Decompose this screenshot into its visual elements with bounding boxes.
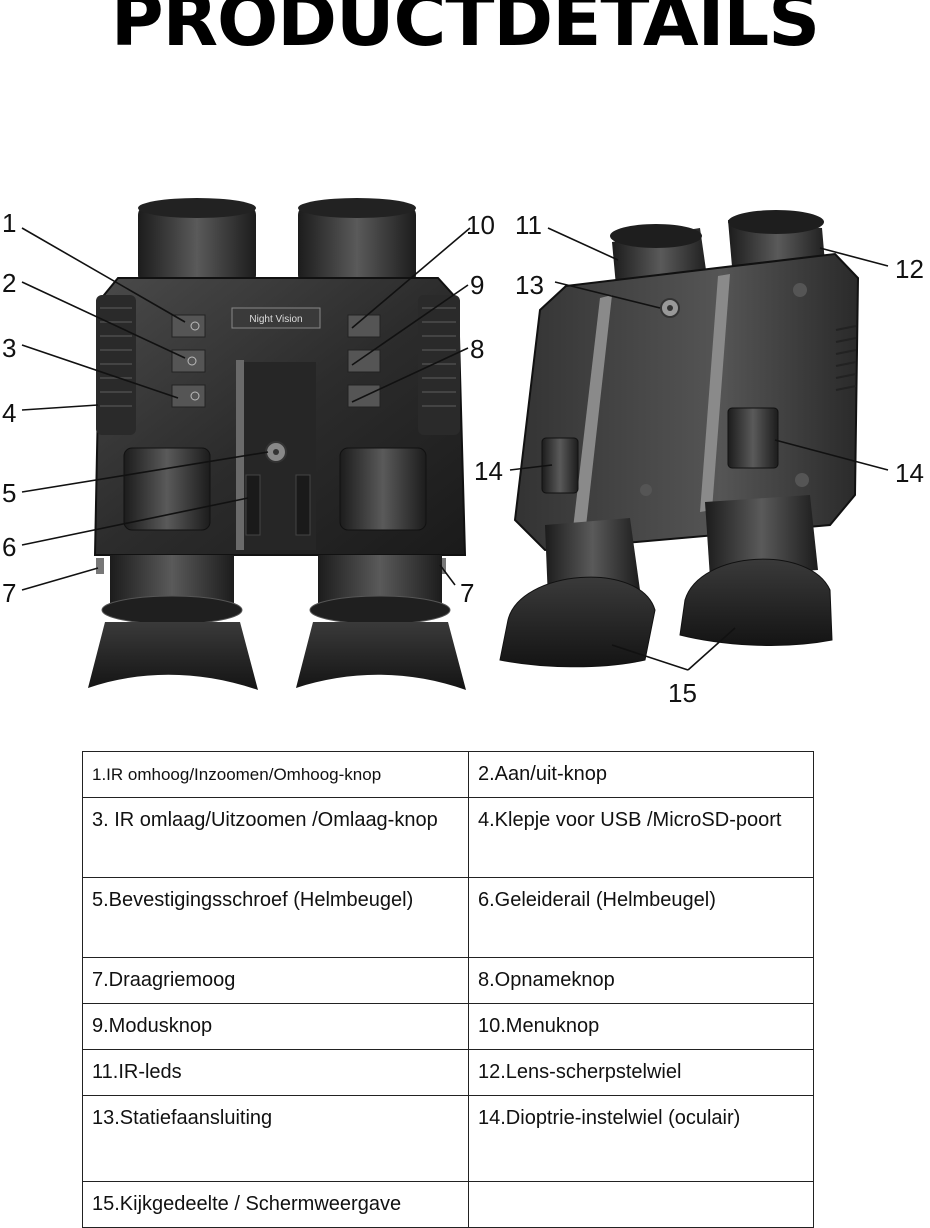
part-cell-left: 7.Draagriemoog [82, 957, 469, 1004]
callout-13: 13 [515, 270, 544, 300]
callout-8: 8 [470, 334, 484, 364]
part-cell-left: 15.Kijkgedeelte / Schermweergave [82, 1181, 469, 1228]
callout-10: 10 [466, 210, 495, 240]
part-cell-right [468, 1181, 814, 1228]
part-cell-left: 1.IR omhoog/Inzoomen/Omhoog-knop [82, 751, 469, 798]
callout-14-right: 14 [895, 458, 924, 488]
table-row: 15.Kijkgedeelte / Schermweergave [82, 1181, 814, 1228]
night-vision-badge: Night Vision [249, 314, 302, 325]
callout-3: 3 [2, 333, 16, 363]
part-cell-right: 10.Menuknop [468, 1003, 814, 1050]
page-title: PRODUCTDETAILS [110, 0, 820, 62]
callout-7-right: 7 [460, 578, 474, 608]
part-cell-left: 3. IR omlaag/Uitzoomen /Omlaag-knop [82, 797, 469, 878]
part-cell-right: 4.Klepje voor USB /MicroSD-poort [468, 797, 814, 878]
callout-7-left: 7 [2, 578, 16, 608]
part-cell-right: 14.Dioptrie-instelwiel (oculair) [468, 1095, 814, 1182]
callout-14-left: 14 [474, 456, 503, 486]
table-row: 5.Bevestigingsschroef (Helmbeugel)6.Gele… [82, 877, 814, 958]
part-cell-right: 12.Lens-scherpstelwiel [468, 1049, 814, 1096]
button-ir-up-icon [171, 314, 206, 338]
callout-11: 11 [515, 210, 542, 240]
button-ir-down-icon [171, 384, 206, 408]
part-cell-left: 5.Bevestigingsschroef (Helmbeugel) [82, 877, 469, 958]
part-cell-right: 8.Opnameknop [468, 957, 814, 1004]
callout-9: 9 [470, 270, 484, 300]
part-cell-right: 2.Aan/uit-knop [468, 751, 814, 798]
callout-1: 1 [2, 208, 16, 238]
callout-leader-lines [21, 227, 889, 671]
callout-15: 15 [668, 678, 697, 708]
front-view-binocular: Night Vision [88, 198, 467, 690]
part-cell-left: 13.Statiefaansluiting [82, 1095, 469, 1182]
angled-view-binocular [499, 210, 860, 668]
part-cell-left: 9.Modusknop [82, 1003, 469, 1050]
callout-5: 5 [2, 478, 16, 508]
callout-4: 4 [2, 398, 16, 428]
callout-12: 12 [895, 254, 924, 284]
callout-6: 6 [2, 532, 16, 562]
part-cell-right: 6.Geleiderail (Helmbeugel) [468, 877, 814, 958]
part-cell-left: 11.IR-leds [82, 1049, 469, 1096]
button-mode-icon [347, 349, 381, 373]
product-figure: Night Vision [2, 198, 924, 708]
button-power-icon [171, 349, 206, 373]
button-menu-icon [347, 314, 381, 338]
callout-2: 2 [2, 268, 16, 298]
